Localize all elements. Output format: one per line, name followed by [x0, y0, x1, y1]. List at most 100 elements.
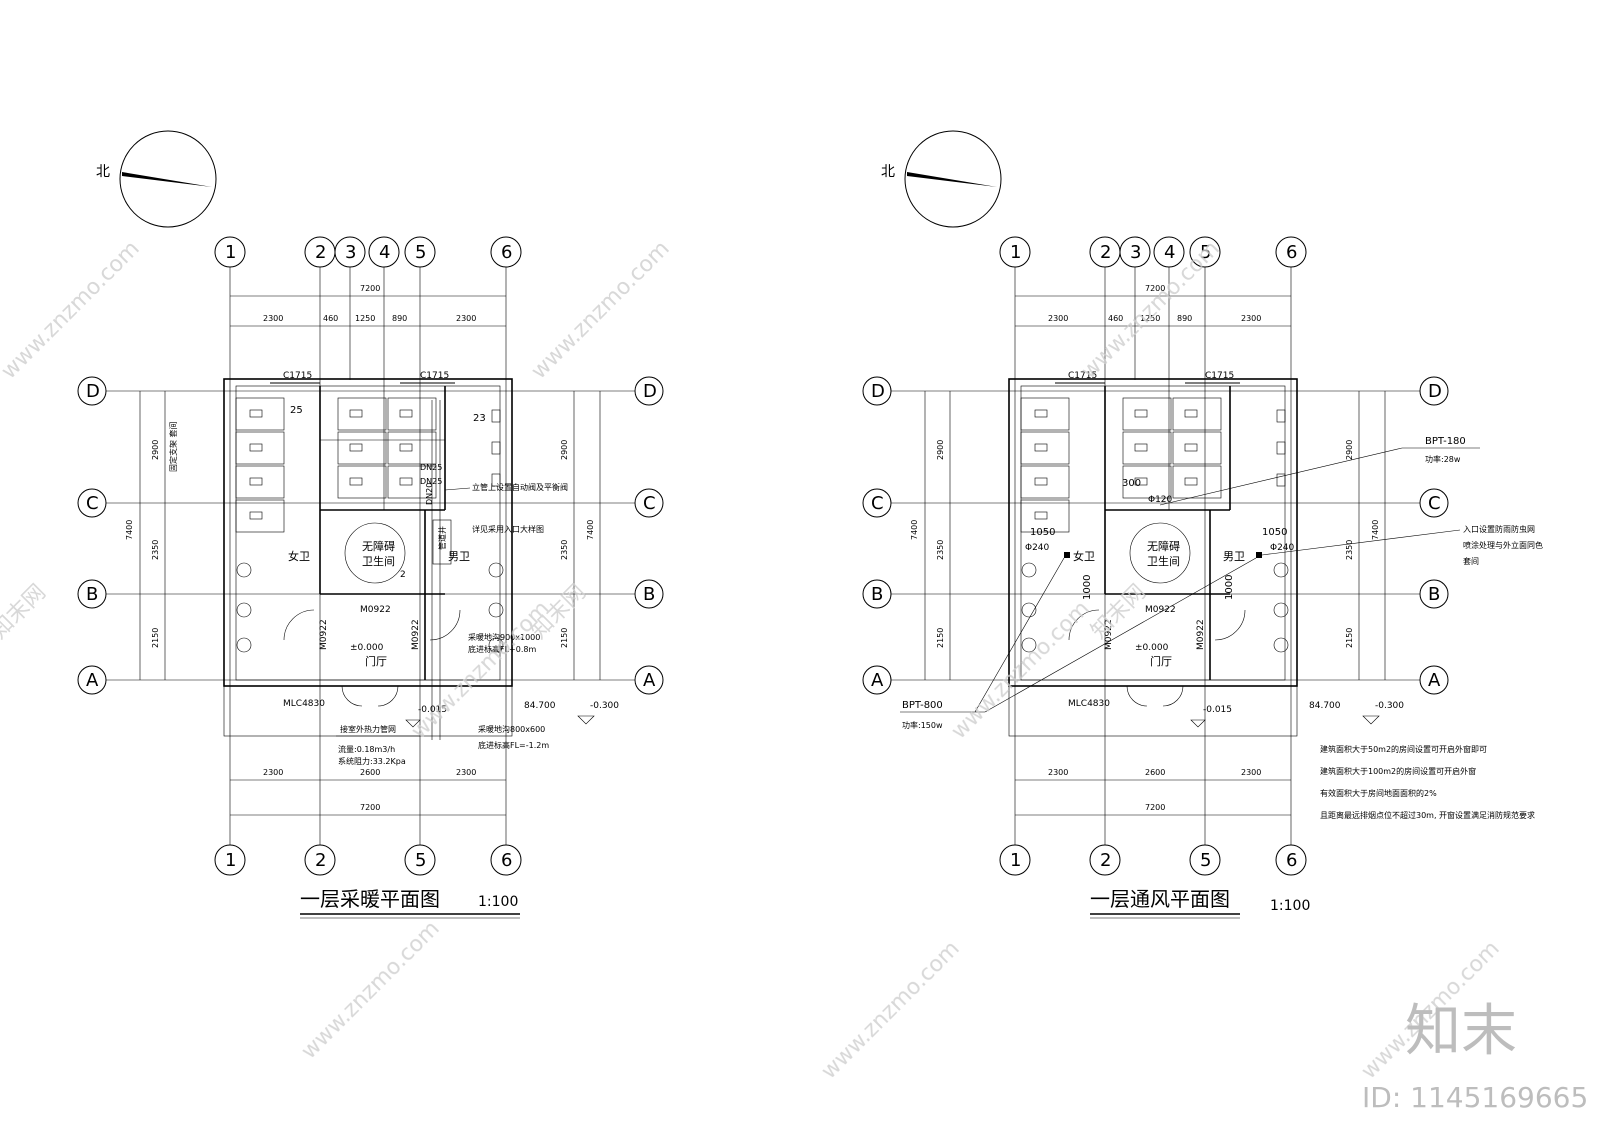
door-m0922: M0922	[1145, 605, 1176, 615]
fan-icon	[1256, 552, 1262, 558]
north-label: 北	[96, 164, 110, 180]
axis-label-1-bot: 1	[225, 850, 236, 871]
toilet-stall	[1122, 397, 1172, 431]
toilet-icon	[349, 443, 363, 452]
row-label-C-right: C	[1428, 493, 1441, 514]
toilet-icon	[249, 511, 263, 520]
axis-label-5: 5	[1200, 242, 1211, 263]
dim-2300-bot2: 2300	[1241, 768, 1261, 777]
sink-icon	[1021, 602, 1037, 618]
toilet-icon	[249, 443, 263, 452]
elev-030: -0.300	[1375, 701, 1404, 711]
toilet-stall	[1172, 431, 1222, 465]
dim-2150-left: 2150	[936, 628, 945, 648]
room-accessible-1: 无障碍	[362, 539, 395, 553]
dim-7200-bot: 7200	[360, 803, 380, 812]
vent-note-1: 建筑面积大于50m2的房间设置可开启外窗即可	[1320, 744, 1487, 754]
toilet-icon	[1184, 409, 1198, 418]
d1000a: 1000	[1082, 575, 1093, 600]
window-label: C1715	[283, 371, 312, 381]
pipe-shaft-label: 管道井	[437, 526, 447, 550]
toilet-stall	[337, 431, 387, 465]
dim-2300-bot: 2300	[1048, 768, 1068, 777]
dim-2600-bot: 2600	[360, 768, 380, 777]
toilet-icon	[349, 477, 363, 486]
axis-label-2-bot: 2	[315, 850, 326, 871]
dim-7400-right: 7400	[1371, 520, 1380, 540]
turning-circle	[1129, 522, 1191, 584]
room-male: 男卫	[448, 550, 470, 563]
toilet-stall	[1172, 465, 1222, 499]
dim-1250: 1250	[355, 314, 375, 323]
leader-line	[444, 487, 471, 491]
sink-icon	[236, 602, 252, 618]
room-female: 女卫	[288, 549, 310, 563]
entrance-platform	[1008, 685, 1298, 737]
drawing-scale-left: 1:100	[478, 894, 518, 910]
dim-2300b: 2300	[1241, 314, 1261, 323]
door-swing	[377, 685, 399, 707]
row-label-B-right: B	[643, 584, 655, 605]
row-label-B: B	[86, 584, 98, 605]
urinal-icon	[1276, 473, 1286, 487]
axis-label-4: 4	[1164, 242, 1175, 263]
dim-2900-left: 2900	[936, 440, 945, 460]
toilet-icon	[1034, 477, 1048, 486]
north-arrow-icon	[122, 172, 212, 187]
note-rad2: 采暖地沟800x600	[478, 724, 545, 734]
toilet-icon	[249, 477, 263, 486]
row-label-A-right: A	[1428, 670, 1441, 691]
axis-bubble-6-bot	[1275, 844, 1307, 876]
watermark-id: ID: 1145169665	[1362, 1081, 1588, 1114]
elev-847: 84.700	[524, 701, 556, 711]
pipe-shaft	[432, 519, 452, 565]
axis-label-4: 4	[379, 242, 390, 263]
elev-015: -0.015	[418, 705, 447, 715]
note-outdoor: 接室外热力管网	[340, 724, 396, 734]
watermark-site: www.znzmo.com	[817, 936, 965, 1084]
vent-note-3: 有效面积大于房间地面面积的2%	[1320, 788, 1437, 798]
toilet-icon	[249, 409, 263, 418]
inner-wall	[235, 385, 501, 681]
axis-bubble-1-bot	[214, 844, 246, 876]
dim-2150-left: 2150	[151, 628, 160, 648]
room-accessible-2: 卫生间	[1147, 554, 1180, 568]
axis-bubble-6-bot	[490, 844, 522, 876]
dim-2350-left: 2350	[936, 540, 945, 560]
window-label: C1715	[1068, 371, 1097, 381]
d1000b: 1000	[1224, 575, 1235, 600]
toilet-stall	[235, 431, 285, 465]
d300: 300	[1122, 478, 1141, 489]
phi240b: Φ240	[1270, 543, 1295, 553]
watermark-site: www.znzmo.com	[297, 916, 445, 1064]
toilet-stall	[387, 431, 437, 465]
toilet-stall	[337, 397, 387, 431]
fan-icon	[1064, 552, 1070, 558]
dim-890: 890	[392, 314, 407, 323]
leader-line	[1261, 529, 1461, 556]
door-swing	[1162, 685, 1184, 707]
inner-wall	[1020, 385, 1286, 681]
level-marker	[1362, 715, 1380, 725]
axis-bubble-2-bot	[304, 844, 336, 876]
dim-2300-bot2: 2300	[456, 768, 476, 777]
watermark-site: www.znzmo.com	[1077, 236, 1225, 384]
toilet-stall	[235, 499, 285, 533]
room-male: 男卫	[1223, 550, 1245, 563]
room-female: 女卫	[1073, 549, 1095, 563]
dim-total-top: 7200	[360, 284, 380, 293]
row-label-D-right: D	[643, 381, 657, 402]
inlet-note-3: 套间	[1463, 556, 1479, 566]
phi120: Φ120	[1148, 495, 1173, 505]
toilet-stall	[1172, 397, 1222, 431]
toilet-icon	[349, 409, 363, 418]
toilet-icon	[1034, 409, 1048, 418]
fan1-label: BPT-180	[1425, 436, 1466, 447]
toilet-icon	[1034, 443, 1048, 452]
sink-icon	[236, 637, 252, 653]
toilet-icon	[1134, 409, 1148, 418]
axis-label-6-bot: 6	[1286, 850, 1297, 871]
toilet-icon	[1134, 443, 1148, 452]
toilet-stall	[1122, 431, 1172, 465]
dim-2350-left: 2350	[151, 540, 160, 560]
